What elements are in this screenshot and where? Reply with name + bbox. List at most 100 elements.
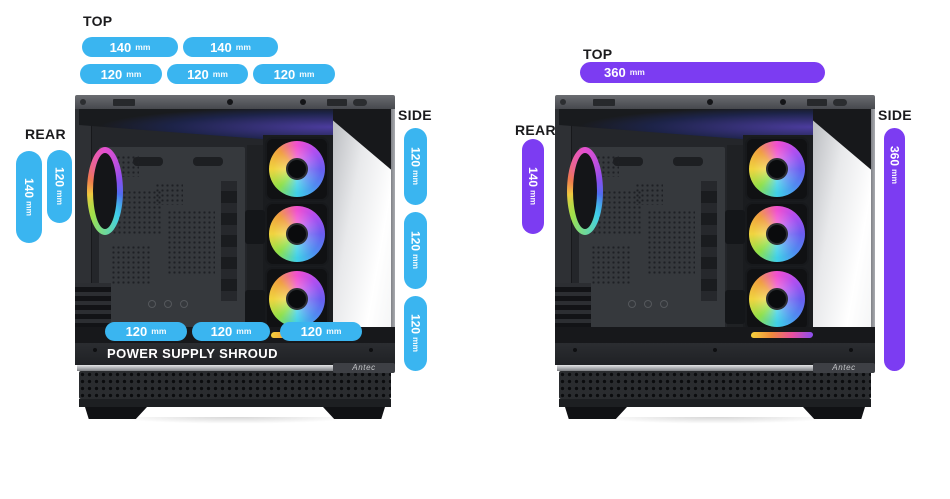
pill-unit: mm	[126, 68, 142, 79]
standoff-hole	[164, 300, 172, 308]
case-illustration-fans: Antec	[75, 95, 395, 427]
radiator-size-pill-side: 360 mm	[884, 128, 905, 371]
case-base	[559, 399, 871, 407]
rear-fan-hub	[573, 153, 597, 229]
glass-edge-frame	[871, 109, 875, 343]
pill-value: 140	[109, 39, 132, 55]
pill-value: 140	[526, 167, 540, 188]
top-screw-dot	[707, 99, 713, 105]
tray-cutouts	[701, 181, 717, 301]
pill-unit: mm	[135, 41, 151, 52]
case-foot	[323, 407, 385, 419]
pill-value: 120	[125, 324, 148, 339]
fan-hub	[766, 223, 788, 245]
pill-value: 120	[187, 66, 209, 82]
pill-value: 120	[100, 66, 123, 82]
power-supply-shroud-label: POWER SUPPLY SHROUD	[107, 346, 278, 361]
psu-shroud-top	[555, 327, 875, 343]
standoff-hole	[628, 300, 636, 308]
fan-hub	[286, 158, 308, 180]
fan-rear-label: REAR	[25, 126, 66, 142]
front-mesh-panel	[79, 371, 391, 399]
side-rgb-fan	[745, 202, 809, 266]
vent-dot-grid	[167, 210, 215, 275]
cable-grommet	[193, 157, 223, 166]
screw-dot	[713, 348, 717, 352]
expansion-slots	[555, 283, 591, 333]
pill-unit: mm	[299, 68, 315, 79]
case-shadow	[75, 417, 395, 426]
pill-unit: mm	[212, 68, 228, 79]
pill-value: 120	[300, 324, 323, 339]
top-vent-slot	[593, 99, 615, 106]
case-top-frame	[75, 95, 395, 109]
radiator-rear-label: REAR	[515, 122, 556, 138]
case-foot	[565, 407, 627, 419]
screw-dot	[93, 348, 97, 352]
radiator-size-pill-rear: 140 mm	[522, 139, 544, 234]
pill-value: 120	[52, 167, 67, 188]
pill-value: 120	[408, 231, 423, 252]
standoff-hole	[180, 300, 188, 308]
screw-dot	[369, 348, 373, 352]
screw-dot	[849, 348, 853, 352]
brand-logo: Antec	[832, 363, 856, 372]
fan-side-label: SIDE	[398, 107, 432, 123]
glass-edge-frame	[391, 109, 395, 343]
bracket-clip	[725, 210, 745, 244]
screw-dot	[573, 348, 577, 352]
vent-dot-grid	[591, 245, 631, 285]
pill-unit: mm	[410, 337, 421, 353]
cable-grommet	[133, 157, 163, 166]
cable-grommet	[613, 157, 643, 166]
rear-rgb-fan	[567, 147, 603, 235]
side-rgb-fan	[745, 267, 809, 331]
top-screw-dot	[780, 99, 786, 105]
pill-value: 140	[210, 39, 232, 55]
shroud-rgb-strip	[750, 332, 814, 338]
expansion-slots	[75, 283, 111, 333]
pill-unit: mm	[24, 200, 35, 217]
side-rgb-fan	[745, 137, 809, 201]
rear-fan-hub	[93, 153, 117, 229]
screw-dot	[560, 99, 566, 105]
motherboard-tray	[579, 147, 725, 331]
psu-shroud-front	[555, 343, 875, 365]
pill-value: 120	[273, 66, 296, 82]
standoff-hole	[660, 300, 668, 308]
case-foot	[85, 407, 147, 419]
fan-hub	[766, 288, 788, 310]
pill-value: 360	[887, 146, 902, 167]
radiator-top-label: TOP	[583, 46, 613, 62]
pill-unit: mm	[410, 254, 421, 270]
pill-unit: mm	[528, 190, 539, 206]
vent-dot-grid	[635, 183, 663, 205]
pill-value: 120	[408, 314, 423, 335]
fan-hub	[766, 158, 788, 180]
psu-shroud-front	[75, 343, 395, 365]
pill-unit: mm	[151, 326, 167, 337]
fan-hub	[286, 223, 308, 245]
bracket-clip	[245, 290, 265, 324]
radiator-side-label: SIDE	[878, 107, 912, 123]
vent-dot-grid	[111, 245, 151, 285]
pill-unit: mm	[889, 169, 900, 185]
brand-logo: Antec	[352, 363, 376, 372]
standoff-hole	[148, 300, 156, 308]
pill-unit: mm	[54, 190, 65, 206]
top-screw-dot	[300, 99, 306, 105]
vent-dot-grid	[155, 183, 183, 205]
tray-cutouts	[221, 181, 237, 301]
case-illustration-radiators: Antec	[555, 95, 875, 427]
case-base	[79, 399, 391, 407]
